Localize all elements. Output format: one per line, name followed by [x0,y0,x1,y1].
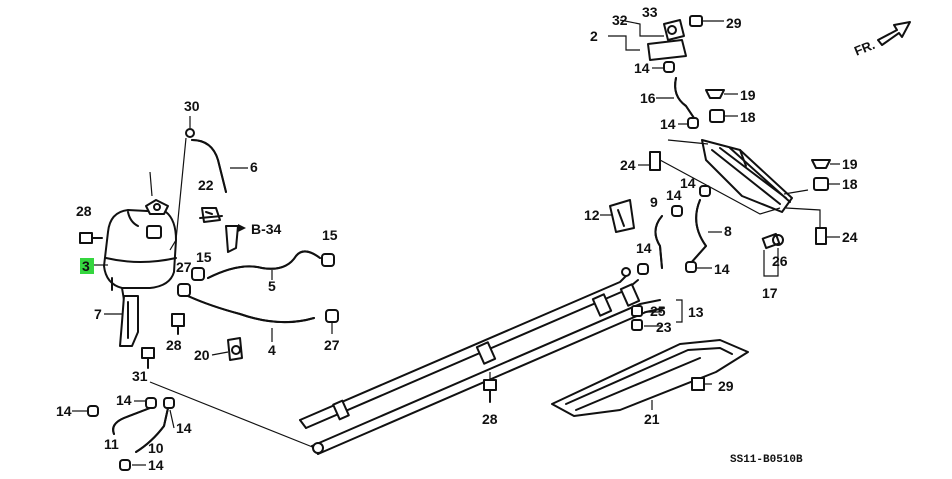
leader-31 [149,381,321,451]
callout-19-b: 19 [842,156,858,172]
hose-10[interactable] [135,407,169,453]
clamp-15-left[interactable] [191,267,205,281]
pressure-switch[interactable] [761,232,784,277]
callout-32: 32 [612,12,628,28]
bolt-28-left[interactable] [79,232,103,244]
callout-28-c: 28 [482,411,498,427]
clamp-27-left[interactable] [177,283,191,297]
hose-11[interactable] [112,407,151,435]
callout-27-a: 27 [176,259,192,275]
clip-30[interactable] [169,116,195,251]
hose-4[interactable] [187,295,315,342]
callout-22: 22 [198,177,214,193]
callout-31: 31 [132,368,148,384]
bolt-28-mid[interactable] [171,313,185,335]
bolt-29-lower[interactable] [691,377,712,391]
callout-23: 23 [656,319,672,335]
cushion-18-right[interactable] [813,177,829,191]
clamp-20[interactable] [227,337,243,361]
clamp-22[interactable] [199,207,223,223]
callout-15-b: 15 [322,227,338,243]
callout-30: 30 [184,98,200,114]
callout-27-b: 27 [324,337,340,353]
callout-4: 4 [268,342,276,358]
bolt-24-right[interactable] [815,227,827,245]
fr-label: FR. [852,37,877,59]
oil-cooler[interactable] [701,139,793,213]
callout-28-a: 28 [76,203,92,219]
hose-16[interactable] [674,77,695,119]
callout-29-b: 29 [718,378,734,394]
clamp-14-set-left[interactable] [87,397,175,471]
hose-6[interactable] [191,139,248,193]
callout-15-a: 15 [196,249,212,265]
clamp-14-top[interactable] [663,61,699,129]
callout-14-g: 14 [666,187,682,203]
callout-21: 21 [644,411,660,427]
callout-7: 7 [94,306,102,322]
clamp-27-right[interactable] [325,309,339,334]
reservoir-tank[interactable] [103,209,177,301]
callout-26: 26 [772,253,788,269]
clamp-15-right[interactable] [321,253,335,267]
callout-14-d: 14 [148,457,164,473]
callout-12: 12 [584,207,600,223]
hose-5[interactable] [207,250,321,280]
callout-14-f: 14 [660,116,676,132]
callout-24-a: 24 [620,157,636,173]
bolt-28-pipe[interactable] [483,379,497,403]
callout-14-j: 14 [714,261,730,277]
undercover-21[interactable] [551,339,749,417]
callout-18-b: 18 [842,176,858,192]
callout-25: 25 [650,303,666,319]
callout-28-b: 28 [166,337,182,353]
callout-18-a: 18 [740,109,756,125]
grommet-19-upper[interactable] [705,89,725,99]
callout-9: 9 [650,194,658,210]
bracket-b34 [225,224,246,253]
cushion-18-upper[interactable] [709,109,725,123]
callout-14-c: 14 [176,420,192,436]
front-direction-arrow: FR. [852,21,911,59]
callout-2: 2 [590,28,598,44]
callout-6: 6 [250,159,258,175]
callout-b34: B-34 [251,221,282,237]
callout-19-a: 19 [740,87,756,103]
mount-bracket[interactable] [608,15,703,61]
bolt-24-left[interactable] [649,151,661,171]
callout-17: 17 [762,285,778,301]
callout-8: 8 [724,223,732,239]
callout-3: 3 [82,258,90,274]
grommet-31[interactable] [141,347,155,369]
clamp-14-mid[interactable] [637,185,711,275]
callout-29-a: 29 [726,15,742,31]
callout-14-a: 14 [56,403,72,419]
callout-5: 5 [268,278,276,294]
bolt-25-23[interactable] [631,305,643,331]
highlight-3 [80,258,94,274]
callout-labels: 30 6 22 28 3 7 28 15 27 5 15 B-34 4 27 2… [56,4,858,473]
callout-24-b: 24 [842,229,858,245]
bracket-13-leaders [644,299,683,327]
callout-14-h: 14 [680,175,696,191]
hose-8[interactable] [689,199,707,265]
callout-20: 20 [194,347,210,363]
callout-16: 16 [640,90,656,106]
callout-13: 13 [688,304,704,320]
callout-11: 11 [104,436,119,452]
callout-14-i: 14 [636,240,652,256]
hose-9[interactable] [654,215,663,269]
callout-33: 33 [642,4,658,20]
drawing-code: SS11-B0510B [730,454,803,466]
callout-10: 10 [148,440,164,456]
tank-bracket[interactable] [119,295,139,347]
clip-12[interactable] [609,199,635,233]
grommet-19-right[interactable] [811,159,831,169]
callout-14-b: 14 [116,392,132,408]
tank-cap [145,171,169,215]
callout-14-e: 14 [634,60,650,76]
